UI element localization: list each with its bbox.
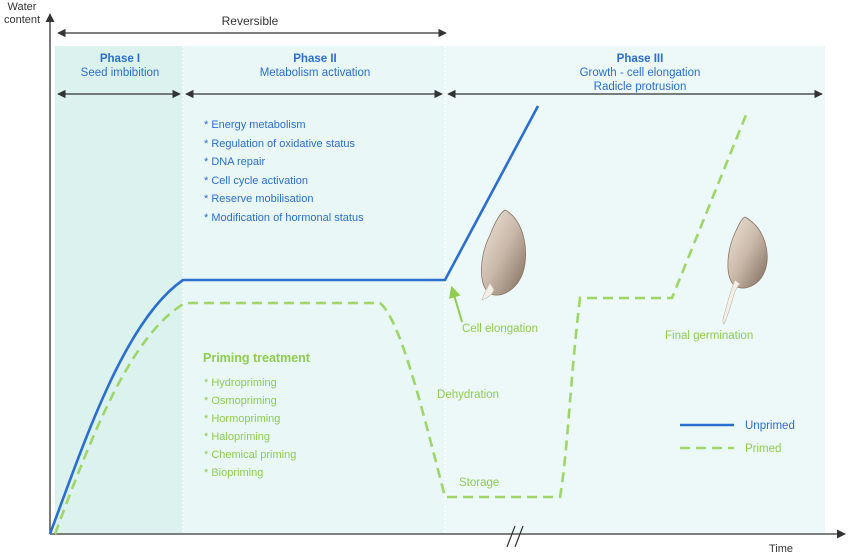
y-axis-label: content [4,14,40,26]
dehydration-label: Dehydration [437,389,499,401]
list-item: * Osmopriming [204,395,277,407]
list-item: * Hormopriming [204,413,280,425]
list-item: * Regulation of oxidative status [204,138,356,150]
phase3-subtitle-2: Radicle protrusion [594,81,687,93]
y-axis-label: Water [8,1,37,13]
x-axis-label: Time [769,543,793,555]
cell-elongation-label: Cell elongation [462,323,538,335]
list-item: * Reserve mobilisation [204,193,313,205]
phase2-subtitle: Metabolism activation [260,67,371,79]
phase1-subtitle: Seed imbibition [81,67,160,79]
storage-label: Storage [459,477,499,489]
phase3-title: Phase III [617,53,664,65]
final-germination-label: Final germination [665,330,753,342]
reversible-label: Reversible [222,14,279,28]
list-item: * Biopriming [204,467,263,479]
legend-primed-label: Primed [745,443,781,455]
list-item: * Halopriming [204,431,270,443]
list-item: * DNA repair [204,156,265,168]
list-item: * Chemical priming [204,449,296,461]
list-item: * Hydropriming [204,377,277,389]
list-item: * Modification of hormonal status [204,212,364,224]
phase1-title: Phase I [100,53,140,65]
legend-unprimed-label: Unprimed [745,420,795,432]
priming-title: Priming treatment [203,351,311,365]
phase1-background [55,46,183,533]
phase2-title: Phase II [293,53,336,65]
list-item: * Energy metabolism [204,119,306,131]
phase3-subtitle: Growth - cell elongation [580,67,701,79]
list-item: * Cell cycle activation [204,175,308,187]
